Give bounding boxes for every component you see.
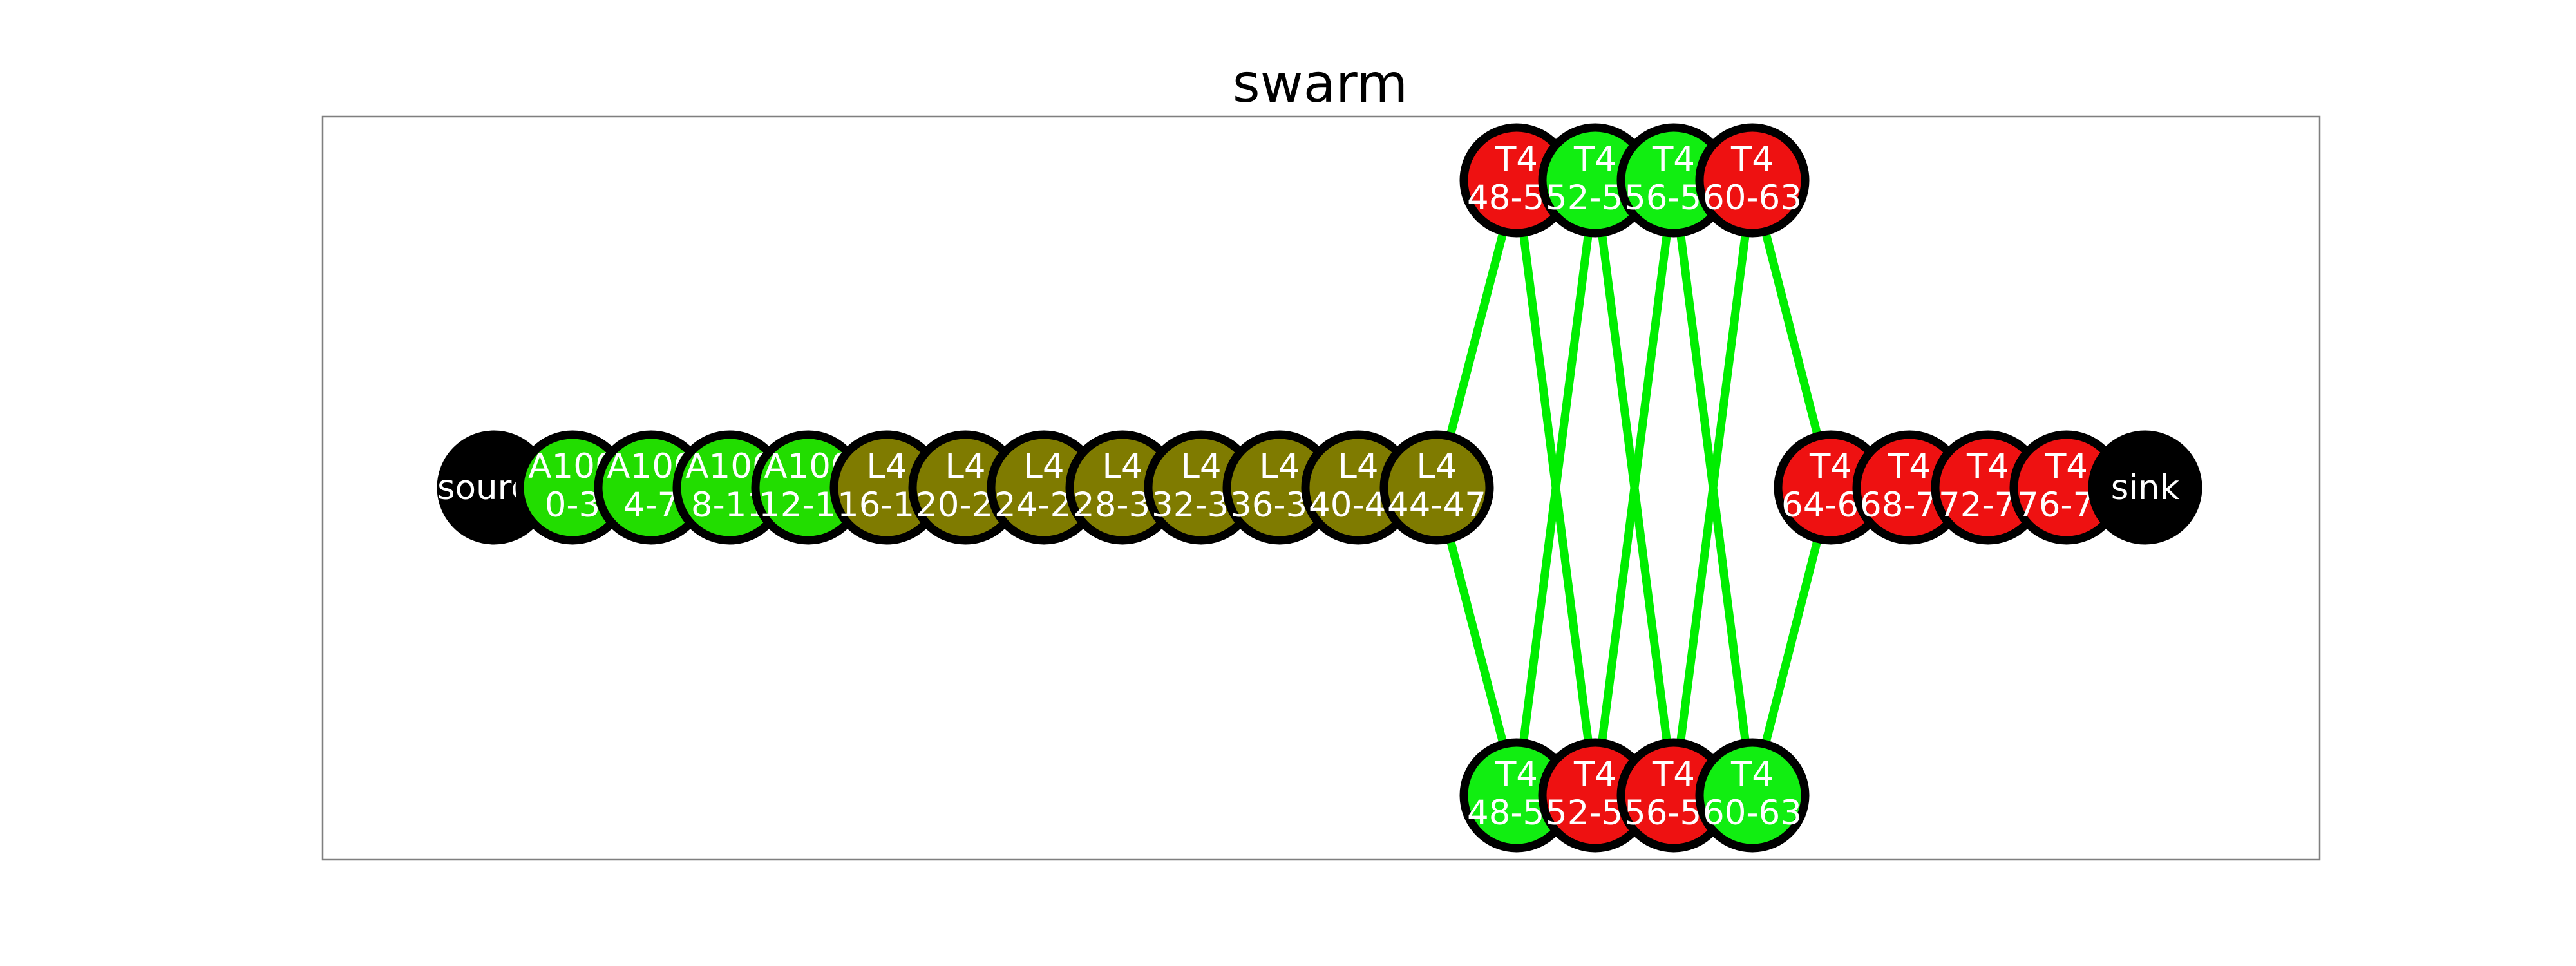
node-label-l4-24-27-line-1: L4 [1023, 447, 1064, 486]
node-label-bot-t4-60-63-line-2: 60-63 [1703, 793, 1802, 833]
node-circle-top-t4-60-63 [1695, 123, 1810, 238]
node-label-t4-64-67-line-1: T4 [1809, 447, 1852, 486]
nodes-layer: sourceA1000-3A1004-7A1008-11A10012-15L41… [437, 123, 2202, 853]
edges-layer [1446, 232, 1822, 743]
edge-bot-t4-60-63-to-t4-64-67 [1761, 540, 1822, 743]
node-label-top-t4-60-63-line-2: 60-63 [1703, 178, 1802, 218]
diagram-title: swarm [1233, 53, 1408, 115]
node-label-bot-t4-60-63-line-1: T4 [1730, 755, 1774, 794]
node-label-l4-44-47-line-2: 44-47 [1387, 486, 1486, 525]
node-label-t4-76-79-line-1: T4 [2045, 447, 2088, 486]
node-label-l4-40-43-line-1: L4 [1338, 447, 1378, 486]
node-label-t4-72-75-line-1: T4 [1966, 447, 2009, 486]
node-label-l4-44-47-line-1: L4 [1416, 447, 1457, 486]
node-label-t4-68-71-line-1: T4 [1888, 447, 1931, 486]
plot-frame [321, 115, 2321, 861]
node-label-l4-28-31-line-1: L4 [1102, 447, 1142, 486]
node-label-top-t4-60-63-line-1: T4 [1730, 140, 1774, 179]
node-label-l4-32-35-line-1: L4 [1180, 447, 1221, 486]
node-sink: sink [2088, 430, 2202, 545]
edge-top-t4-56-59-to-bot-t4-52-55 [1598, 234, 1671, 741]
edge-l4-44-47-to-bot-t4-48-51 [1446, 540, 1507, 743]
node-label-l4-16-19-line-1: L4 [866, 447, 907, 486]
node-label-l4-20-23-line-1: L4 [945, 447, 985, 486]
edge-top-t4-60-63-to-bot-t4-56-59 [1676, 234, 1750, 741]
node-label-bot-t4-48-51-line-1: T4 [1495, 755, 1538, 794]
node-label-a100-0-3-line-2: 0-3 [545, 486, 601, 525]
node-label-sink-line-1: sink [2111, 468, 2180, 507]
node-circle-bot-t4-60-63 [1695, 738, 1810, 853]
node-label-bot-t4-56-59-line-1: T4 [1652, 755, 1695, 794]
node-label-a100-4-7-line-2: 4-7 [623, 486, 679, 525]
node-label-bot-t4-52-55-line-1: T4 [1573, 755, 1616, 794]
node-circle-l4-44-47 [1379, 430, 1494, 545]
node-label-top-t4-52-55-line-1: T4 [1573, 140, 1616, 179]
node-label-top-t4-48-51-line-1: T4 [1495, 140, 1538, 179]
node-label-l4-36-39-line-1: L4 [1259, 447, 1300, 486]
node-circle-sink [2088, 430, 2202, 545]
edge-l4-44-47-to-top-t4-48-51 [1446, 232, 1507, 435]
edge-top-t4-60-63-to-t4-64-67 [1762, 232, 1821, 435]
edge-top-t4-52-55-to-bot-t4-48-51 [1519, 234, 1593, 741]
node-label-top-t4-56-59-line-1: T4 [1652, 140, 1695, 179]
